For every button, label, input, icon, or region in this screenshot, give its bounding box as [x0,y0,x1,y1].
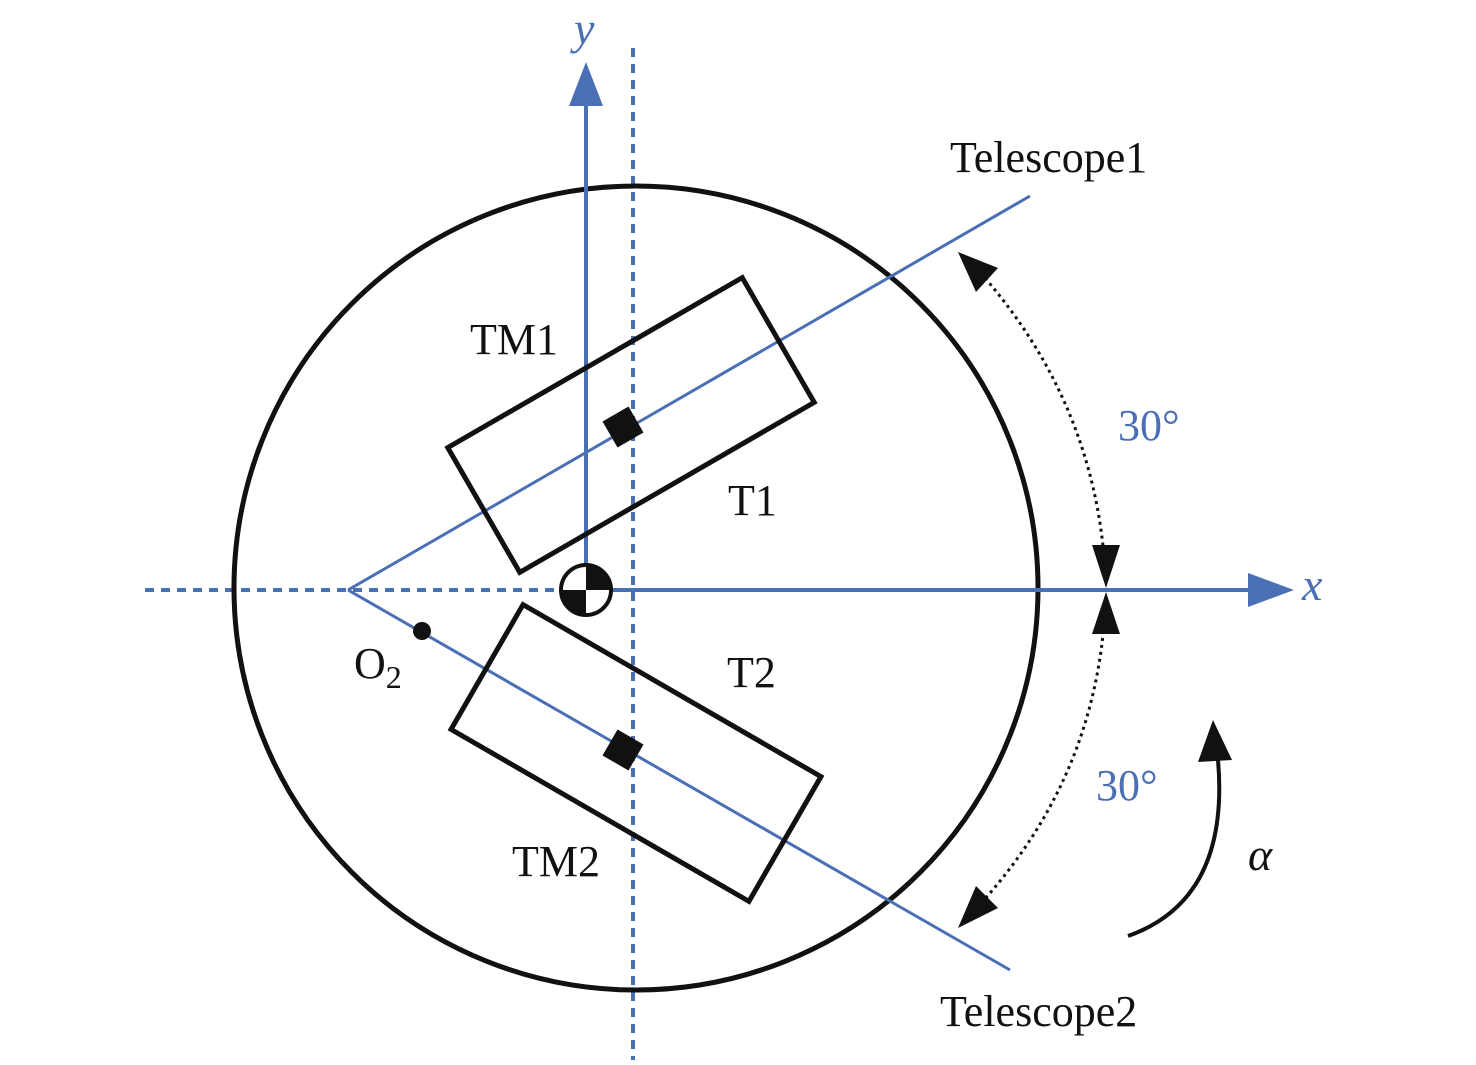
alpha-arrowhead [1198,720,1232,762]
o2-label: O2 [354,639,402,695]
proof-mass-square [602,729,644,771]
y-axis-label: y [570,3,595,54]
lower-arc-arrowhead-top [1092,592,1120,634]
lower-angle-arc [968,623,1106,917]
proof-mass-square [602,406,644,448]
x-axis-arrowhead [1248,573,1294,607]
telescope1-label: Telescope1 [950,133,1147,182]
lower-angle-label: 30° [1096,761,1158,810]
tm1-housing [444,274,818,576]
t2-label: T2 [727,648,776,697]
tm1-label: TM1 [470,315,558,364]
lower-arc-arrowhead-bottom [958,886,998,928]
alpha-label: α [1248,829,1273,880]
telescope1-line [347,194,1031,592]
o2-label-subscript: 2 [386,659,402,695]
upper-angle-arc [983,277,1106,557]
tm2-housing [447,601,825,905]
upper-arc-arrowhead-bottom [1092,545,1120,588]
upper-arc-arrowhead-top [958,252,998,292]
y-axis-arrowhead [569,62,603,106]
alpha-rotation-arc [1127,759,1222,938]
o2-point-dot [413,622,431,640]
center-of-mass-symbol [559,563,613,617]
upper-angle-label: 30° [1118,401,1180,450]
telescope2-label: Telescope2 [940,987,1137,1036]
o2-label-base: O [354,639,386,688]
t1-label: T1 [728,476,777,525]
tm2-label: TM2 [512,837,600,886]
telescope2-line [347,588,1011,972]
x-axis-label: x [1301,559,1323,610]
